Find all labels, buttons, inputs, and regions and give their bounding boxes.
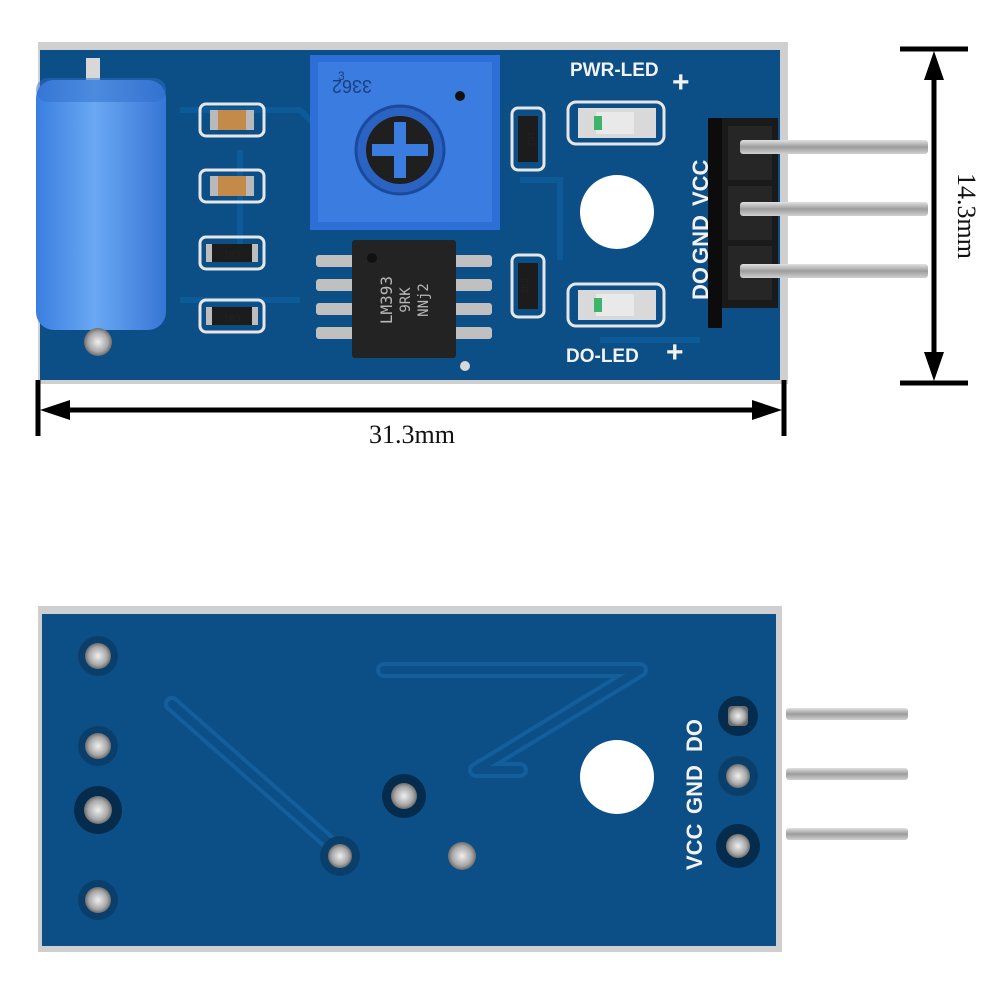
- back-pin-label-vcc: VCC: [682, 823, 707, 870]
- back-mounting-hole: [580, 740, 654, 814]
- back-pads-middle: [320, 774, 476, 876]
- height-dimension: [900, 46, 968, 386]
- potentiometer: 3362 3: [310, 55, 500, 230]
- pot-marking-2: 3: [338, 69, 345, 83]
- ic-marking-1: LM393: [377, 276, 396, 324]
- pwr-led-label: PWR-LED: [570, 60, 659, 81]
- pwr-led-plus: +: [672, 66, 690, 99]
- back-pin-label-do: DO: [682, 719, 707, 752]
- front-board: 103 103 3362 3: [36, 42, 928, 384]
- do-led-plus: +: [666, 336, 684, 369]
- tilt-switch: [36, 58, 166, 356]
- do-led: [566, 282, 666, 328]
- front-pin-do: [740, 264, 928, 278]
- do-led-label: DO-LED: [566, 346, 639, 367]
- resistor-r2: 103: [198, 298, 266, 334]
- ic-right-pins: [448, 255, 492, 339]
- front-pin-vcc: [740, 140, 928, 154]
- resistor-r4: 102: [510, 253, 546, 319]
- front-mounting-hole: [580, 175, 654, 249]
- back-pads-left: [74, 636, 122, 920]
- capacitor-2: [198, 168, 266, 204]
- back-board: VCC GND DO: [38, 606, 908, 952]
- width-label: 31.3mm: [369, 420, 455, 449]
- ic-left-pins: [316, 255, 360, 339]
- resistor-r4-code: 102: [521, 278, 531, 294]
- resistor-r2-code: 103: [223, 313, 241, 324]
- resistor-r1-code: 103: [223, 250, 241, 261]
- back-header-pads: [716, 696, 760, 868]
- height-label: 14.3mm: [952, 173, 981, 259]
- ic-marking-2: 9RK: [398, 287, 414, 313]
- resistor-r3: 102: [510, 106, 546, 172]
- front-pin-gnd: [740, 202, 928, 216]
- comparator-ic: LM393 9RK NNj2: [316, 240, 492, 358]
- power-led: [566, 100, 666, 146]
- resistor-r1: 103: [198, 235, 266, 271]
- back-pin-do: [786, 708, 908, 720]
- back-pin-label-gnd: GND: [682, 765, 707, 814]
- resistor-r3-code: 102: [525, 131, 535, 147]
- pot-marking: 3362: [332, 76, 372, 96]
- back-pin-vcc: [786, 828, 908, 840]
- width-dimension: [35, 380, 787, 436]
- ic-marking-3: NNj2: [416, 283, 432, 317]
- capacitor-1: [198, 102, 266, 138]
- back-pin-gnd: [786, 768, 908, 780]
